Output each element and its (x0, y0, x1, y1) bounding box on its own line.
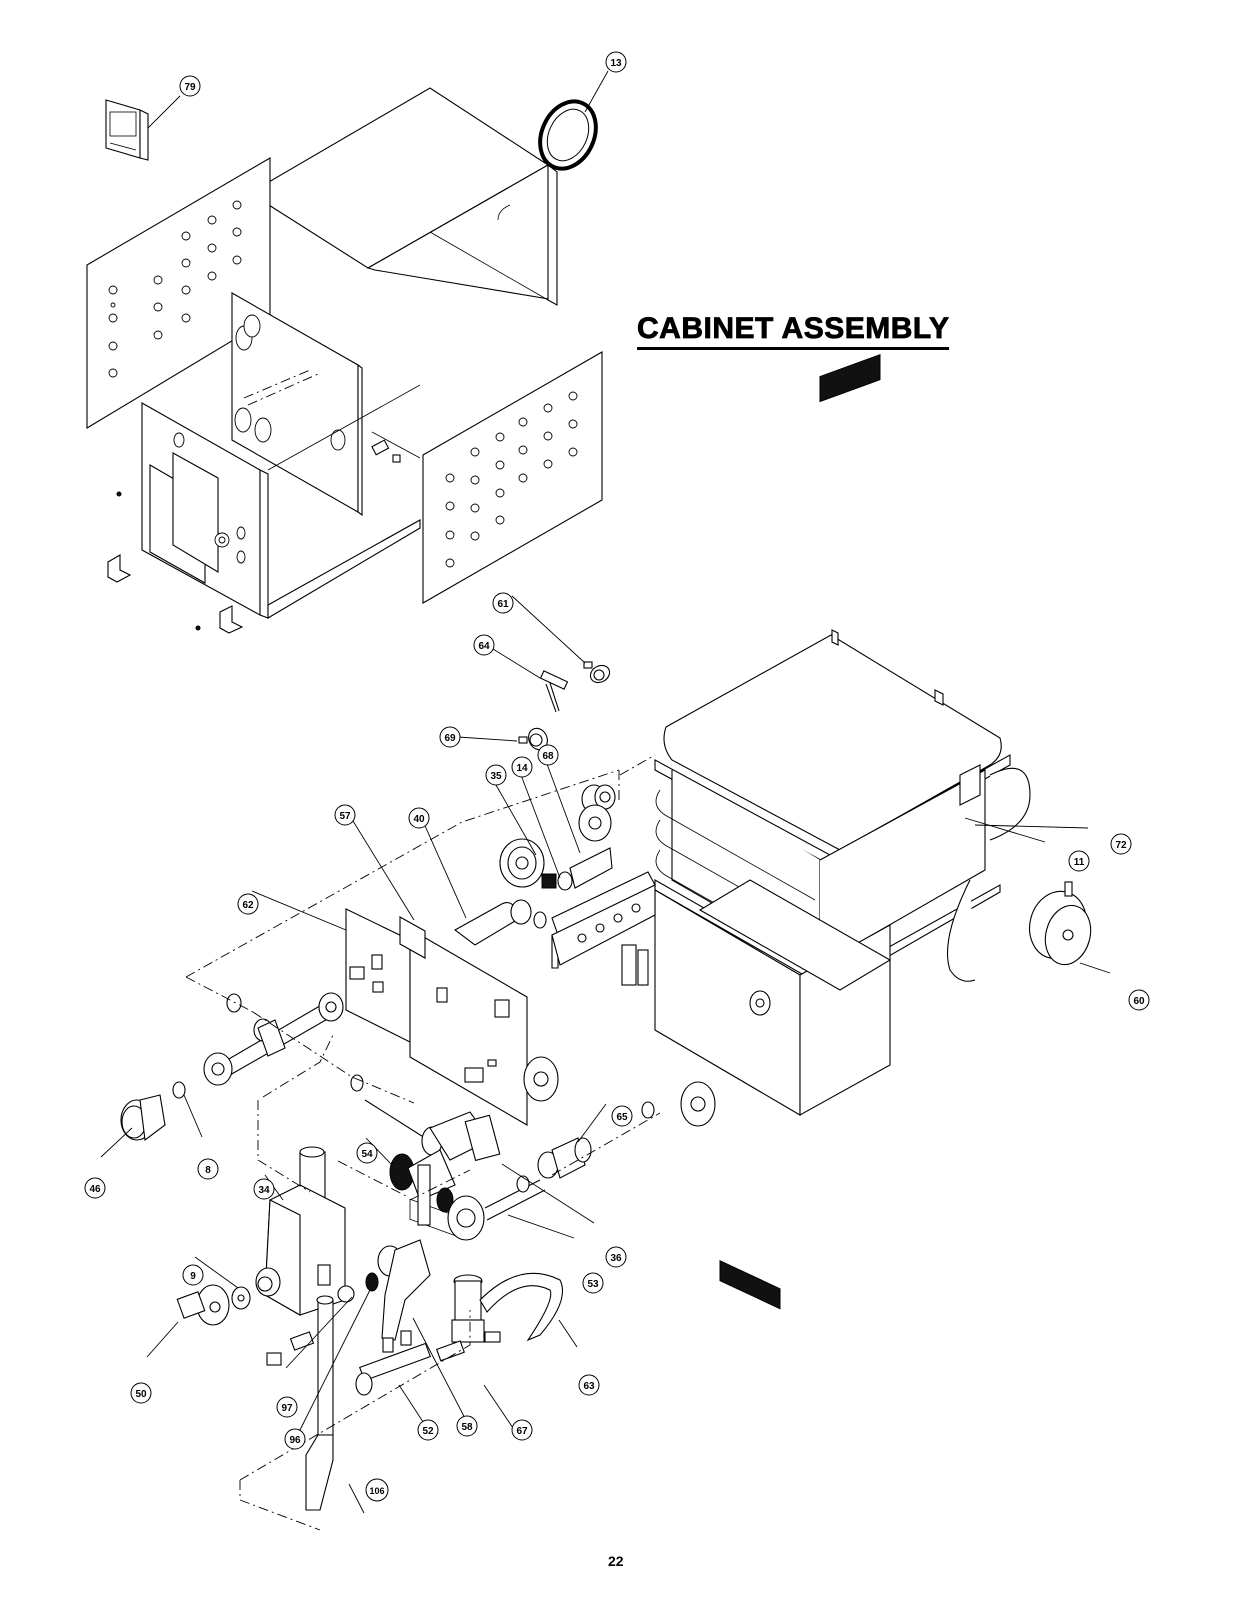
svg-text:57: 57 (339, 811, 351, 822)
callout-69: 69 (439, 726, 461, 748)
callout-67: 67 (511, 1419, 533, 1441)
svg-text:13: 13 (610, 58, 622, 69)
svg-text:67: 67 (516, 1426, 528, 1437)
callout-64: 64 (473, 634, 495, 656)
water-pipe-part (453, 899, 547, 946)
drain-pipe-part (266, 1272, 379, 1511)
gas-washer-part (231, 1286, 251, 1310)
callout-34: 34 (253, 1178, 275, 1200)
cabinet-front-frame (107, 384, 421, 634)
callout-65: 65 (611, 1105, 633, 1127)
svg-text:36: 36 (610, 1253, 622, 1264)
left-side-panel (86, 157, 271, 429)
inlet-tee-part (172, 992, 364, 1099)
svg-text:58: 58 (461, 1422, 473, 1433)
callout-68: 68 (537, 744, 559, 766)
air-pressure-switch-part (1029, 881, 1092, 966)
svg-text:53: 53 (587, 1279, 599, 1290)
svg-text:96: 96 (289, 1435, 301, 1446)
callout-14: 14 (511, 756, 533, 778)
callout-52: 52 (417, 1419, 439, 1441)
inlet-adapter-part (120, 1094, 166, 1142)
page-title: CABINET ASSEMBLY (637, 312, 950, 350)
sub-control-board-part (345, 908, 411, 1043)
callout-50: 50 (130, 1382, 152, 1404)
callout-46: 46 (84, 1177, 106, 1199)
display-controller-part (105, 99, 149, 161)
svg-text:11: 11 (1074, 857, 1085, 868)
water-flow-fitting-part (499, 804, 613, 891)
svg-text:8: 8 (205, 1165, 211, 1176)
svg-text:52: 52 (422, 1426, 434, 1437)
svg-text:79: 79 (184, 82, 196, 93)
callout-62: 62 (237, 893, 259, 915)
svg-text:50: 50 (135, 1389, 147, 1400)
callout-63: 63 (578, 1374, 600, 1396)
callouts: 79 13 61 64 69 35 14 68 57 40 62 72 11 6… (84, 51, 1150, 1502)
svg-text:72: 72 (1115, 840, 1127, 851)
callout-36: 36 (605, 1246, 627, 1268)
callout-106: 106 (365, 1478, 389, 1502)
callout-11: 11 (1068, 850, 1090, 872)
callout-54: 54 (356, 1142, 378, 1164)
svg-text:54: 54 (361, 1149, 373, 1160)
condensate-hose-part (479, 1272, 564, 1342)
callout-53: 53 (582, 1272, 604, 1294)
gas-manifold-part (551, 871, 656, 986)
drain-manifold-part (355, 1330, 431, 1396)
left-panel-holes (108, 200, 242, 378)
callout-13: 13 (605, 51, 627, 73)
callout-leaders (100, 70, 1111, 1514)
svg-text:14: 14 (516, 763, 528, 774)
drain-elbow-part (377, 1239, 431, 1341)
main-control-board-part (399, 916, 528, 1237)
thermal-switch-part (583, 661, 611, 684)
water-valve-part (364, 1099, 546, 1241)
svg-text:9: 9 (190, 1271, 196, 1282)
grommet-bracket (371, 439, 401, 463)
page-number: 22 (608, 1553, 624, 1569)
callout-61: 61 (492, 592, 514, 614)
svg-text:46: 46 (89, 1184, 101, 1195)
svg-text:97: 97 (281, 1403, 293, 1414)
callout-79: 79 (179, 75, 201, 97)
flame-sensor-part (539, 670, 569, 713)
callout-40: 40 (408, 807, 430, 829)
cabinet-top-panel (248, 87, 558, 306)
svg-text:69: 69 (444, 733, 456, 744)
callout-8: 8 (197, 1158, 219, 1180)
svg-text:106: 106 (369, 1486, 384, 1496)
gas-valve-part (255, 1146, 346, 1316)
assembly-guide-lines (185, 754, 661, 1531)
right-side-panel (422, 351, 603, 604)
grommet-parts (523, 990, 771, 1127)
svg-text:35: 35 (490, 771, 502, 782)
callout-72: 72 (1110, 833, 1132, 855)
svg-text:63: 63 (583, 1381, 595, 1392)
callout-9: 9 (182, 1264, 204, 1286)
callout-96: 96 (284, 1428, 306, 1450)
svg-text:65: 65 (616, 1112, 628, 1123)
callout-35: 35 (485, 764, 507, 786)
callout-58: 58 (456, 1415, 478, 1437)
svg-text:61: 61 (497, 599, 509, 610)
callout-60: 60 (1128, 989, 1150, 1011)
relief-tee-part (435, 1274, 501, 1362)
vent-gasket-part (538, 99, 598, 171)
svg-text:68: 68 (542, 751, 554, 762)
svg-text:62: 62 (242, 900, 254, 911)
callout-97: 97 (276, 1396, 298, 1418)
flow-sensor-part (516, 1101, 655, 1193)
burner-grid (719, 354, 881, 1310)
heat-exchanger-part (654, 354, 1031, 1310)
svg-text:64: 64 (478, 641, 490, 652)
svg-text:34: 34 (258, 1185, 270, 1196)
gas-inlet-elbow-part (176, 1284, 230, 1326)
svg-text:60: 60 (1133, 996, 1145, 1007)
callout-57: 57 (334, 804, 356, 826)
svg-text:40: 40 (413, 814, 425, 825)
inner-divider-panel (231, 292, 363, 517)
